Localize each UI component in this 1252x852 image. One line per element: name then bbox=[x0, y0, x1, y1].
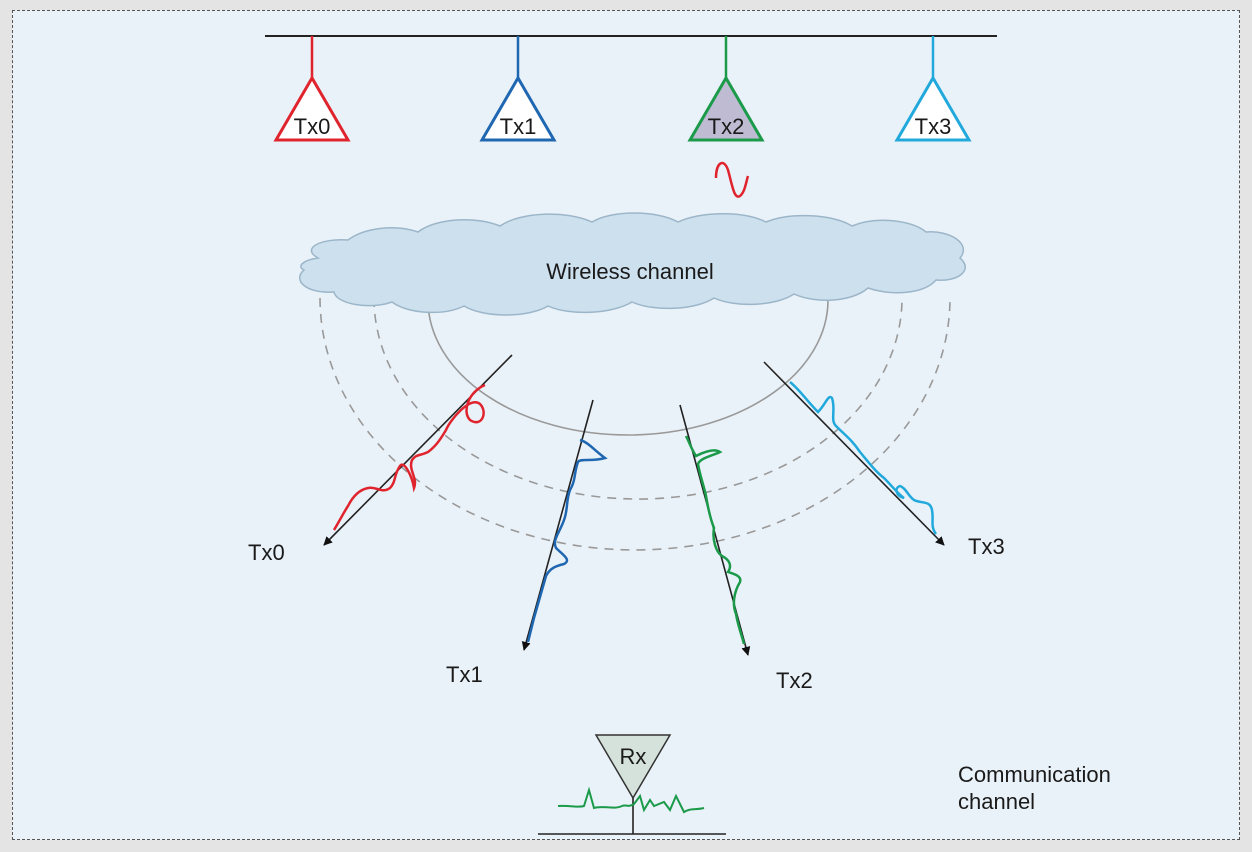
antenna-tx1-triangle bbox=[479, 75, 557, 142]
antenna-tx3-label: Tx3 bbox=[915, 114, 952, 139]
path-signal-tx3 bbox=[789, 381, 938, 535]
antenna-tx0-triangle bbox=[273, 75, 351, 142]
receiver-triangle bbox=[594, 734, 672, 800]
path-arrow-tx0 bbox=[323, 354, 513, 546]
tx2-waveform-icon bbox=[714, 161, 750, 198]
receiver-antenna: Rx bbox=[538, 734, 726, 835]
wireless-channel-label: Wireless channel bbox=[546, 259, 714, 284]
antenna-tx3: Tx3 bbox=[894, 36, 972, 142]
channel-arc-dashed-2 bbox=[319, 297, 951, 551]
path-label-tx2: Tx2 bbox=[776, 668, 813, 693]
path-signal-tx1 bbox=[526, 438, 608, 643]
diagram-panel bbox=[12, 10, 1240, 840]
path-arrow-tx3 bbox=[763, 361, 945, 546]
path-label-tx3: Tx3 bbox=[968, 534, 1005, 559]
received-signal-icon bbox=[557, 786, 705, 814]
path-label-tx0: Tx0 bbox=[248, 540, 285, 565]
communication-channel-caption: Communication channel bbox=[958, 762, 1117, 814]
antenna-tx2: Tx2 bbox=[687, 36, 765, 142]
channel-arc-dashed-1 bbox=[373, 297, 903, 500]
wireless-channel-cloud bbox=[298, 212, 966, 316]
path-signal-tx2 bbox=[684, 435, 746, 645]
antenna-tx3-triangle bbox=[894, 75, 972, 142]
receiver-label: Rx bbox=[620, 744, 647, 769]
antenna-tx0: Tx0 bbox=[273, 36, 351, 142]
channel-arc-inner bbox=[427, 299, 829, 436]
antenna-tx1-label: Tx1 bbox=[500, 114, 537, 139]
path-label-tx1: Tx1 bbox=[446, 662, 483, 687]
antenna-tx2-triangle bbox=[687, 75, 765, 142]
caption-line-1: Communication bbox=[958, 762, 1111, 787]
antenna-tx1: Tx1 bbox=[479, 36, 557, 142]
antenna-tx2-label: Tx2 bbox=[708, 114, 745, 139]
antenna-tx0-label: Tx0 bbox=[294, 114, 331, 139]
path-signal-tx0 bbox=[332, 383, 486, 531]
caption-line-2: channel bbox=[958, 789, 1035, 814]
